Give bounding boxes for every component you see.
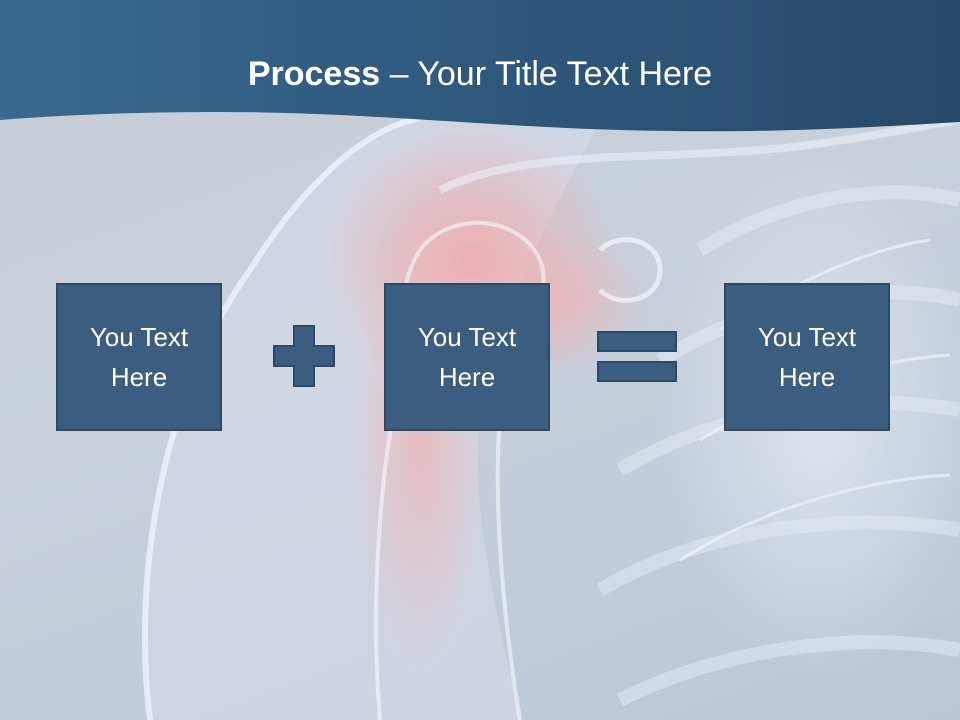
process-box-3[interactable]: You Text Here bbox=[724, 283, 890, 431]
process-box-1[interactable]: You Text Here bbox=[56, 283, 222, 431]
header-band bbox=[0, 0, 960, 132]
process-box-1-text: You Text Here bbox=[89, 322, 189, 392]
title-rest: – Your Title Text Here bbox=[380, 55, 713, 93]
equals-icon bbox=[597, 331, 677, 382]
process-box-2-text: You Text Here bbox=[417, 322, 517, 392]
slide-title: Process – Your Title Text Here bbox=[0, 52, 960, 96]
process-box-2[interactable]: You Text Here bbox=[384, 283, 550, 431]
process-box-3-text: You Text Here bbox=[757, 322, 857, 392]
title-bold: Process bbox=[247, 55, 381, 93]
plus-icon bbox=[273, 325, 335, 387]
